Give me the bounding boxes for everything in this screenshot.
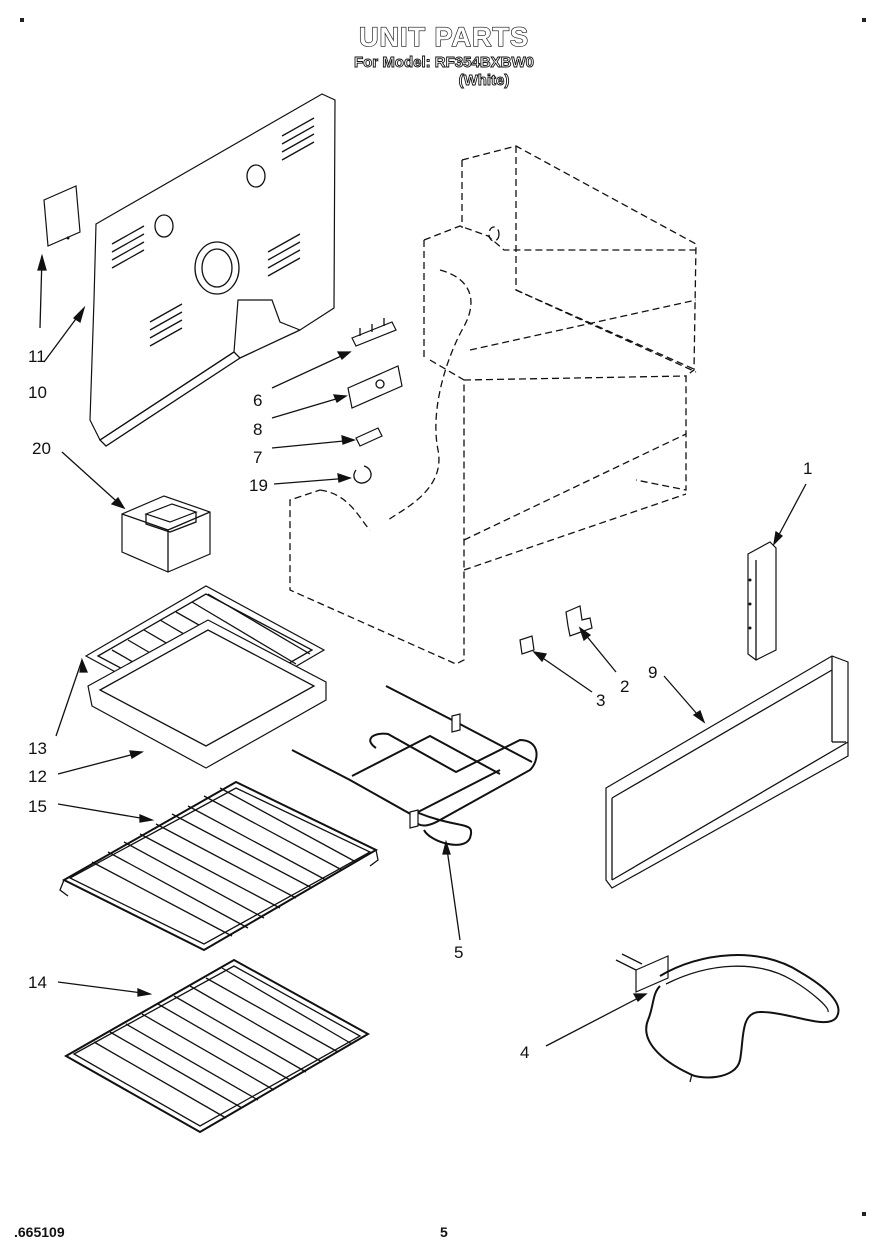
part-10-rear-panel [89,93,336,447]
part-20-transformer [121,495,211,573]
document-number: .665109 [14,1224,65,1240]
part-1-side-trim [747,541,777,661]
color-line: (White) [458,72,510,90]
model-line: For Model: RF354BXBW0 [353,54,535,72]
leader-lines [37,253,807,1047]
part-12-broiler-pan [87,619,327,769]
part-3-bracket [519,635,535,655]
callout-6: 6 [253,391,262,410]
callout-20: 20 [32,439,51,458]
callout-9: 9 [648,663,657,682]
callout-4: 4 [520,1043,529,1062]
part-8-bracket [347,365,403,409]
callout-2: 2 [620,677,629,696]
callout-5: 5 [454,943,463,962]
part-19-ring [353,465,372,484]
callout-15: 15 [28,797,47,816]
callout-19: 19 [249,476,268,495]
callout-3: 3 [596,691,605,710]
callout-12: 12 [28,767,47,786]
page-title: UNIT PARTS [358,21,529,52]
part-11-plate [43,185,81,247]
callout-11: 11 [28,347,46,366]
part-14-oven-rack [63,958,371,1134]
corner-mark [862,18,866,22]
callout-10: 10 [28,383,47,402]
callout-7: 7 [253,448,262,467]
corner-mark [862,1212,866,1216]
page-number: 5 [440,1224,448,1240]
callout-14: 14 [28,973,47,992]
callout-13: 13 [28,739,47,758]
part-4-broil-element [615,953,840,1083]
callout-1: 1 [803,459,812,478]
part-2-bracket [565,605,593,637]
callout-8: 8 [253,420,262,439]
part-15-oven-rack [59,780,379,952]
range-cabinet-outline [289,145,697,665]
part-6-terminal-block [351,318,397,347]
part-9-drawer-panel [605,655,849,889]
part-7-clip [355,427,383,447]
part-5-bake-element [291,685,538,846]
corner-mark [20,18,24,22]
